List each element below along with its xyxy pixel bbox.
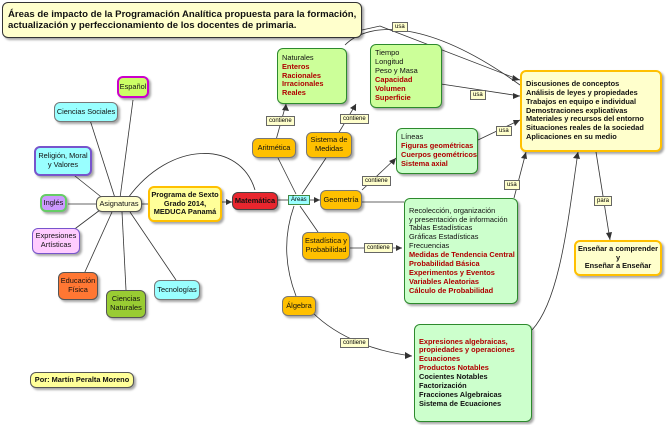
- link-areas-aritmetica: [277, 157, 297, 195]
- link-asignaturas-naturales: [121, 211, 127, 291]
- arrow-lineas-discusiones: [513, 120, 520, 126]
- arrow-medidas: [350, 104, 356, 111]
- node-ciencias-sociales: Ciencias Sociales: [54, 102, 118, 122]
- node-numeros: Naturales Enteros Racionales Irracionale…: [277, 48, 347, 104]
- link-label-contiene-algebra: contiene: [340, 338, 369, 348]
- link-label-areas: Áreas: [288, 195, 310, 205]
- page-title: Áreas de impacto de la Programación Anal…: [2, 2, 362, 38]
- arrow-estadistica-discusiones: [521, 152, 527, 159]
- node-expresiones-artisticas: Expresiones Artísticas: [32, 228, 80, 254]
- link-estadistica-discusiones: [513, 151, 527, 199]
- node-geometria: Geometría: [320, 190, 362, 210]
- arrow-geometria: [314, 197, 320, 203]
- link-areas-estadistica: [299, 205, 319, 233]
- link-label-para: para: [594, 196, 613, 206]
- link-label-usa-title: usa: [392, 22, 408, 32]
- node-ingles: Inglés: [40, 194, 67, 212]
- node-lineas: Líneas Figuras geométricas Cuerpos geomé…: [396, 128, 478, 174]
- link-asignaturas-fisica: [83, 211, 113, 275]
- link-asignaturas-espanol: [119, 99, 134, 199]
- node-espanol: Español: [117, 76, 149, 98]
- arrow-ensenar: [606, 232, 612, 240]
- node-sistema-medidas: Sistema de Medidas: [306, 132, 352, 158]
- arrow-matematica: [226, 199, 232, 205]
- arrow-discusiones: [512, 75, 520, 81]
- node-ciencias-naturales: Ciencias Naturales: [106, 290, 146, 318]
- link-algebra-temas: [311, 311, 413, 357]
- node-educacion-fisica: Educación Física: [58, 272, 98, 300]
- link-asignaturas-tecnologias: [129, 211, 177, 281]
- link-label-usa-estadistica: usa: [504, 180, 520, 190]
- node-medidas: Tiempo Longitud Peso y Masa Capacidad Vo…: [370, 44, 442, 108]
- link-areas-sistema: [301, 157, 327, 195]
- node-algebra-temas: Expresiones algebraicas, propiedades y o…: [414, 324, 532, 422]
- link-label-contiene-aritmetica: contiene: [266, 116, 295, 126]
- node-discusiones: Discusiones de conceptos Análisis de ley…: [520, 70, 662, 152]
- link-asignaturas-matematica: [127, 153, 256, 199]
- node-tecnologias: Tecnologías: [154, 280, 200, 300]
- node-estadistica-temas: Recolección, organización y presentación…: [404, 198, 518, 304]
- arrow-medidas-discusiones: [513, 93, 520, 99]
- link-label-usa-lineas: usa: [496, 126, 512, 136]
- arrow-estadistica-temas: [396, 245, 402, 251]
- node-algebra: Álgebra: [282, 296, 316, 316]
- link-algebra-discusiones: [531, 151, 579, 331]
- title-line-2: actualización y perfeccionamiento de los…: [8, 20, 297, 31]
- link-label-contiene-medidas: contiene: [340, 114, 369, 124]
- node-estadistica: Estadística y Probabilidad: [302, 232, 350, 260]
- node-asignaturas: Asignaturas: [96, 196, 142, 212]
- link-asignaturas-religion: [69, 171, 106, 201]
- title-line-1: Áreas de impacto de la Programación Anal…: [8, 8, 357, 20]
- link-label-contiene-estadistica: contiene: [364, 243, 393, 253]
- node-aritmetica: Aritmética: [252, 138, 296, 158]
- arrow-lineas: [389, 158, 396, 165]
- node-matematica: Matemática: [232, 192, 278, 210]
- link-label-contiene-geometria: contiene: [362, 176, 391, 186]
- arrow-algebra-temas: [405, 352, 412, 359]
- link-label-usa-medidas: usa: [470, 90, 486, 100]
- link-asignaturas-sociales: [89, 119, 116, 199]
- link-title-discusiones: [361, 25, 521, 81]
- node-ensenar: Enseñar a comprender y Enseñar a Enseñar: [574, 240, 662, 276]
- link-areas-algebra: [286, 205, 297, 297]
- arrow-algebra-discusiones: [573, 152, 580, 159]
- node-religion: Religión, Moral y Valores: [34, 146, 92, 176]
- node-programa: Programa de Sexto Grado 2014, MEDUCA Pan…: [148, 186, 222, 222]
- author-credit: Por: Martín Peralta Moreno: [30, 372, 134, 388]
- arrow-numeros: [282, 104, 289, 111]
